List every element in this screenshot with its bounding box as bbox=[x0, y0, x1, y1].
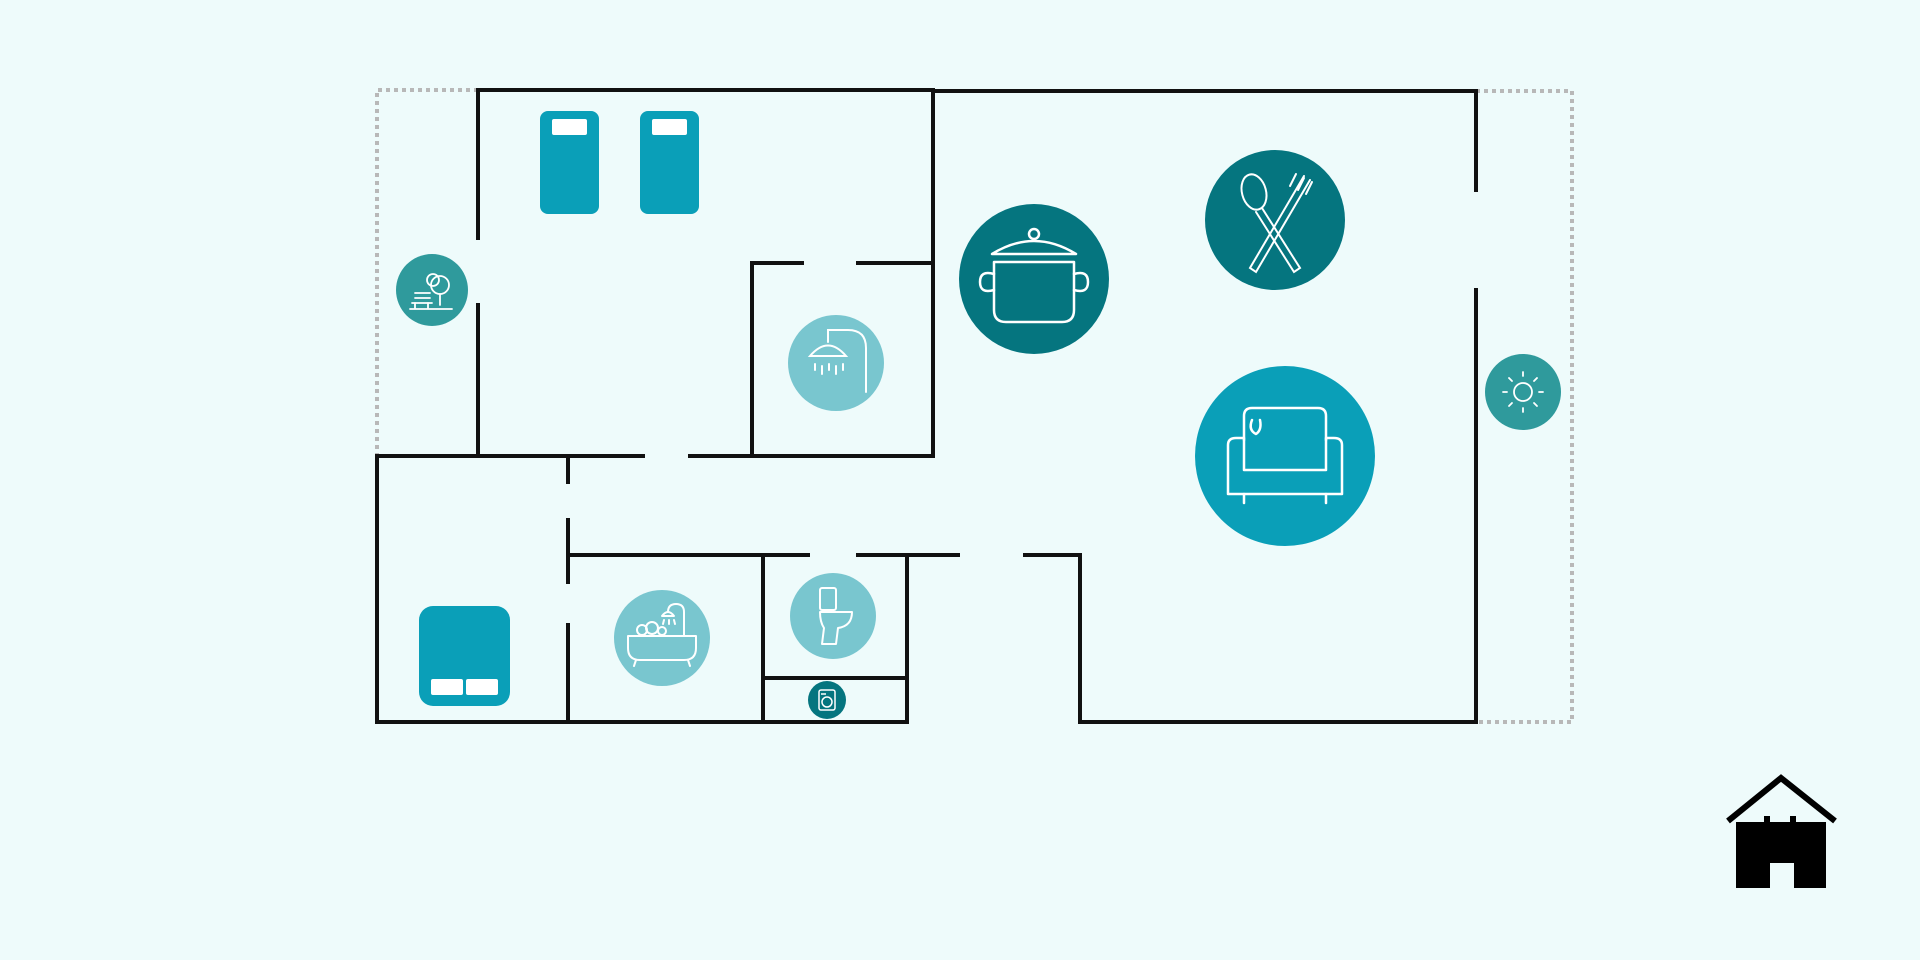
sun-icon bbox=[1502, 371, 1544, 413]
double-bed-pillow-right bbox=[466, 679, 498, 695]
home-icon bbox=[1726, 774, 1837, 888]
shower-marker bbox=[788, 315, 884, 411]
armchair-icon bbox=[1226, 406, 1344, 505]
balconies bbox=[375, 88, 1574, 724]
left-balcony-outline bbox=[375, 88, 478, 458]
bathtub-marker bbox=[614, 590, 710, 686]
dining-marker bbox=[1205, 150, 1345, 290]
cooking-pot-icon bbox=[978, 227, 1090, 324]
garden-marker bbox=[396, 254, 468, 326]
bathtub-marker-circle bbox=[614, 590, 710, 686]
toilet-icon bbox=[819, 587, 853, 645]
bathtub-icon bbox=[627, 603, 697, 667]
living-marker bbox=[1195, 366, 1375, 546]
single-bed-icon bbox=[540, 111, 599, 214]
single-bed-1 bbox=[540, 111, 599, 214]
dining-marker-circle bbox=[1205, 150, 1345, 290]
walls bbox=[375, 88, 1478, 724]
washing-machine-marker-circle bbox=[808, 681, 846, 719]
right-balcony-outline bbox=[1476, 89, 1574, 724]
single-bed-icon bbox=[640, 111, 699, 214]
home-roof bbox=[1726, 774, 1837, 824]
shower-marker-circle bbox=[788, 315, 884, 411]
washing-machine-marker bbox=[808, 681, 846, 719]
double-bed-pillow-left bbox=[431, 679, 463, 695]
garden-tree-bench-icon bbox=[409, 273, 453, 310]
single-bed-2 bbox=[640, 111, 699, 214]
spoon-fork-icon bbox=[1240, 173, 1313, 274]
toilet-marker-circle bbox=[790, 573, 876, 659]
home-body bbox=[1736, 816, 1826, 888]
single-bed-pillow bbox=[552, 119, 587, 135]
double-bed bbox=[419, 606, 510, 706]
shower-icon bbox=[807, 329, 867, 393]
living-marker-circle bbox=[1195, 366, 1375, 546]
sun-marker-circle bbox=[1485, 354, 1561, 430]
kitchen-marker bbox=[959, 204, 1109, 354]
sun-marker bbox=[1485, 354, 1561, 430]
washing-machine-icon bbox=[818, 689, 836, 711]
toilet-marker bbox=[790, 573, 876, 659]
single-bed-pillow bbox=[652, 119, 687, 135]
